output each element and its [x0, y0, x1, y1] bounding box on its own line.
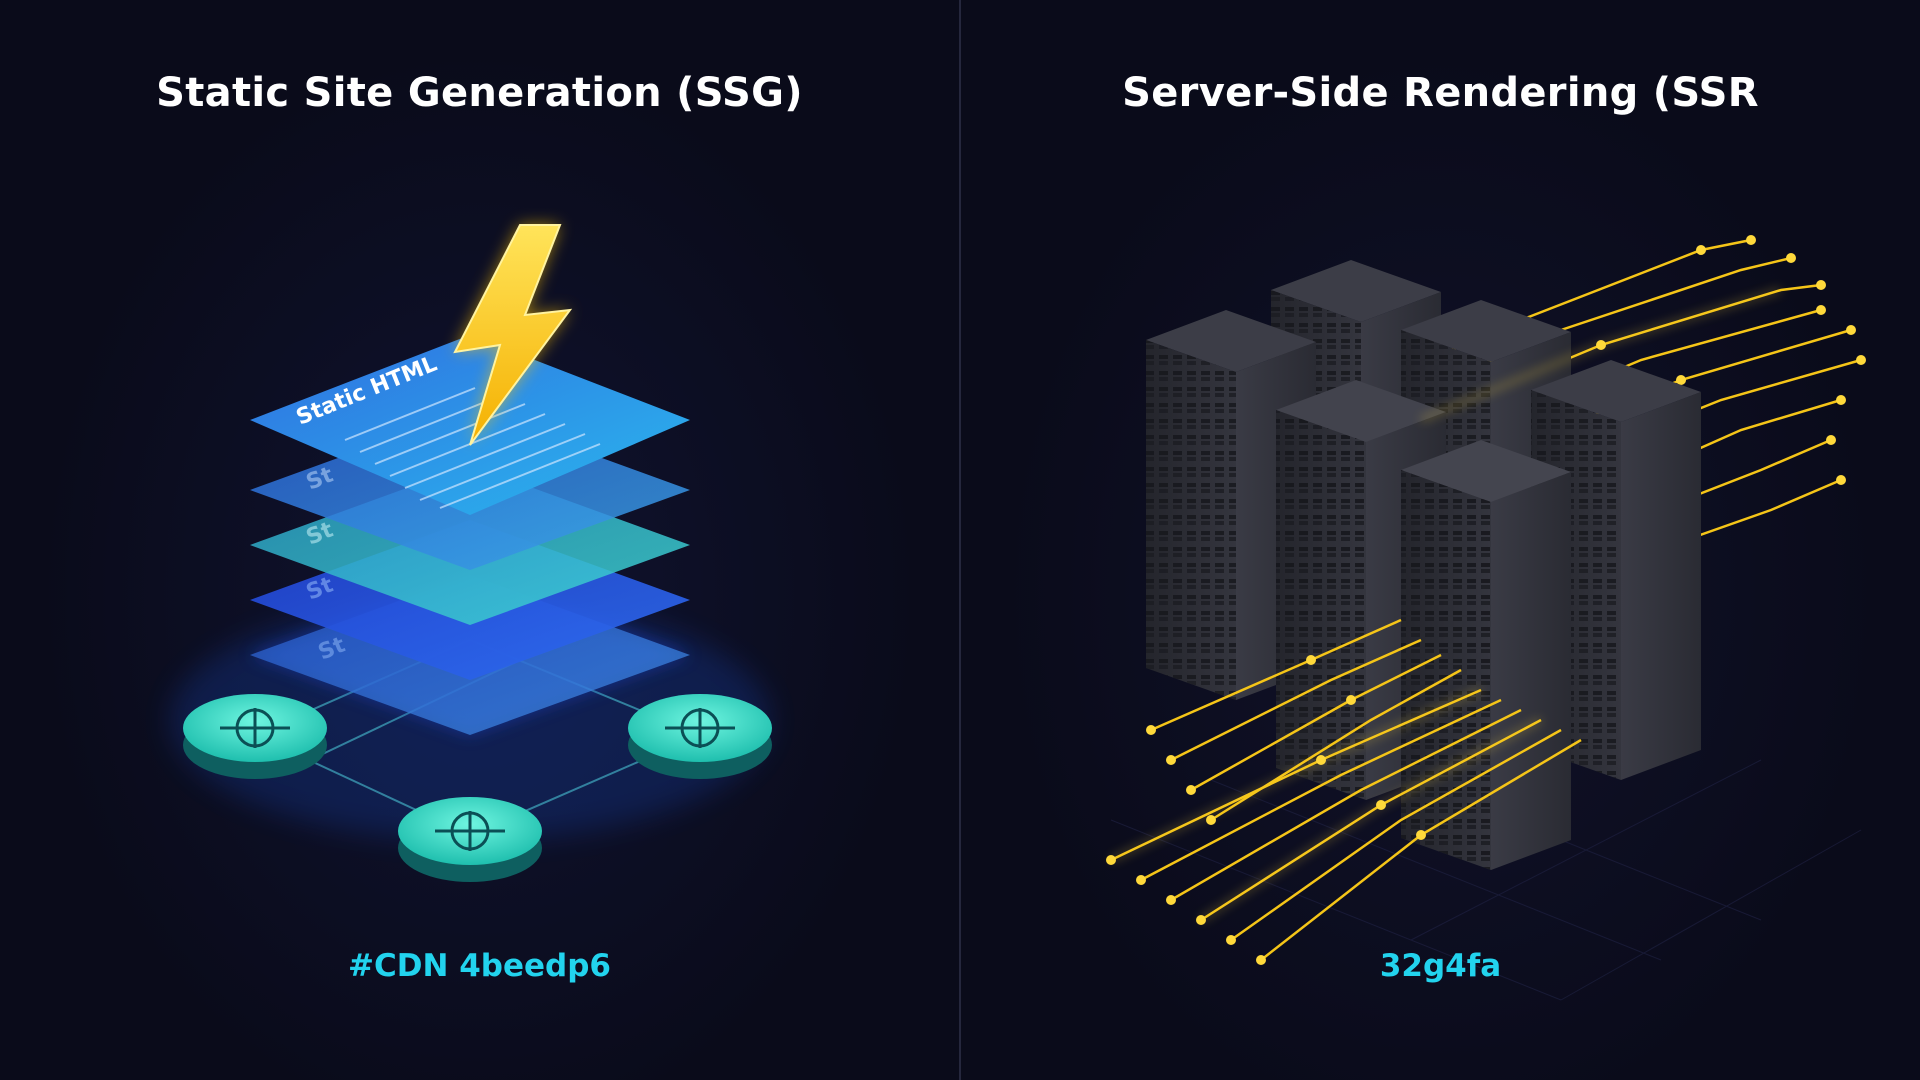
ssg-caption: #CDN 4beedp6 [348, 948, 611, 984]
network-hub-icon [628, 694, 772, 779]
ssr-panel: Server-Side Rendering (SSR [961, 0, 1920, 1080]
ssr-illustration [1106, 235, 1866, 1001]
network-hub-icon [183, 694, 327, 779]
ssr-caption: 32g4fa [1379, 948, 1502, 984]
network-hub-icon [398, 797, 542, 882]
ssr-data-nodes-back [1596, 235, 1866, 485]
document-text-lines [344, 387, 601, 509]
server-rack-icon [1401, 440, 1571, 870]
ssg-title: Static Site Generation (SSG) [156, 70, 803, 116]
lightning-bolt-icon [453, 224, 573, 446]
panel-divider [959, 0, 961, 1080]
ssr-title: Server-Side Rendering (SSR [1122, 70, 1759, 116]
html-layer-stack: St St St St Static HTML [250, 335, 690, 735]
ssg-illustration: St St St St Static HTML [170, 224, 772, 882]
ssg-panel: Static Site Generation (SSG) [0, 0, 959, 1080]
